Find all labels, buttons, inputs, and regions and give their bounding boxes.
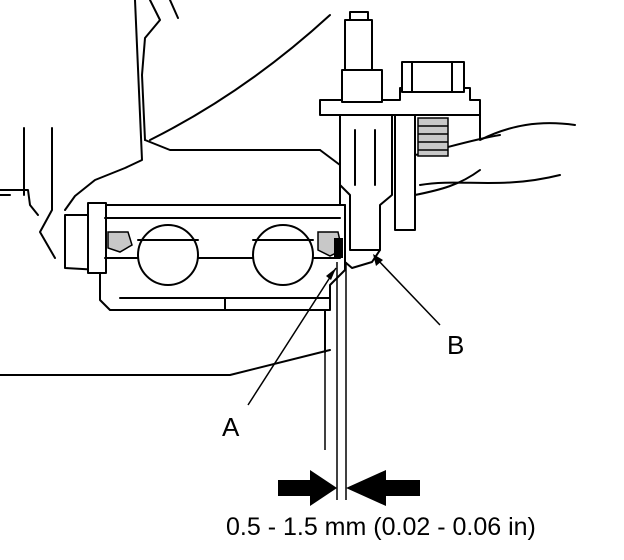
leader-line-b [373,254,441,326]
clearance-arrow-right [346,470,420,506]
left-frame [0,127,56,259]
callout-label-a: A [222,412,240,442]
callout-label-b: B [447,330,465,360]
knuckle-housing [64,0,346,211]
leader-line-a [247,267,337,406]
sensor-bracket [319,11,576,269]
clearance-arrow-left [278,470,337,506]
clearance-spec-text: 0.5 - 1.5 mm (0.02 - 0.06 in) [226,513,536,541]
lower-arm [0,309,331,376]
wheel-bearing [64,202,346,311]
dimension-lines [324,262,347,500]
